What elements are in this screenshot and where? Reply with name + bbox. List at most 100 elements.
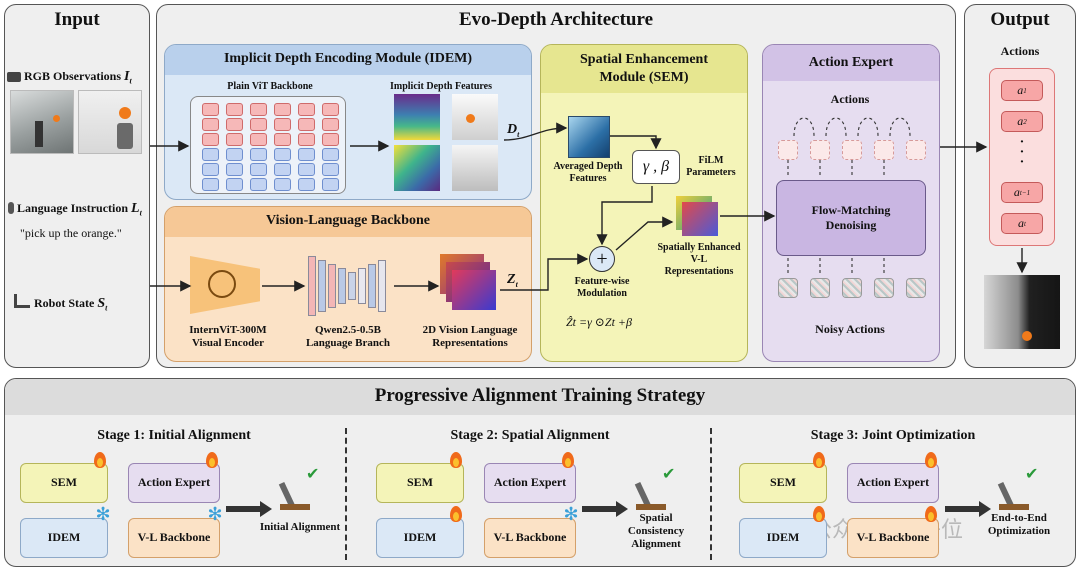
orange-shape [53,115,60,122]
action-token [778,140,798,160]
stage-arrow-shaft [226,506,262,512]
output-title: Output [990,9,1050,30]
vit-token [250,178,267,191]
table-icon [280,504,310,510]
stage-arrow-head [260,501,272,517]
lang-sub: t [139,208,142,218]
stage-title: Stage 3: Joint Optimization [810,428,976,443]
table-icon [636,504,666,510]
action-token [874,140,894,160]
depth-image-2 [452,145,498,191]
vl-rep-layer-3 [452,270,496,310]
lm-layer [368,264,376,308]
architecture-title: Evo-Depth Architecture [458,9,654,30]
vit-token [226,103,243,116]
vit-token [298,103,315,116]
rgb-image-2 [78,90,142,154]
stage-sem-box: SEM [376,463,464,503]
rgb-label-row: RGB Observations It [24,69,132,85]
action-token [810,140,830,160]
vit-token [226,118,243,131]
lm-layer [338,268,346,304]
stage-ae-box: Action Expert [847,463,939,503]
flame-core [928,458,934,467]
modulation-label: Feature-wise Modulation [574,276,630,299]
vit-token [250,133,267,146]
stage-arrow-shaft [945,506,981,512]
sem-title-bar [541,45,747,93]
film-box: γ , β [632,150,680,184]
z-t-symbol: Zt [507,272,518,289]
vit-token [202,148,219,161]
rgb-sub: t [129,76,132,86]
orange-shape-3 [466,114,475,123]
vit-token [202,178,219,191]
flame-core [97,458,103,467]
robot-sub: t [105,303,108,313]
noisy-action-token [906,278,926,298]
stage-title: Stage 2: Spatial Alignment [450,428,610,443]
flame-core [565,458,571,467]
vit-token [274,118,291,131]
vit-token [322,178,339,191]
action-token [842,140,862,160]
z-sub: t [515,279,518,289]
lm-layer [378,260,386,312]
network-icon [208,270,236,298]
vit-token [322,133,339,146]
flame-core [816,512,822,521]
lm-layer [318,260,326,312]
ae-title: Action Expert [808,55,894,70]
z-symbol: Z [507,272,516,287]
stage-divider-1 [345,428,347,560]
stage-idem-box: IDEM [376,518,464,558]
gamma-beta: γ , β [642,158,670,175]
robot-label: Robot State [34,296,95,310]
output-actions-label: Actions [1000,44,1040,58]
check-icon: ✔ [306,464,320,483]
flow-matching-label: Flow-Matching Denoising [811,203,891,232]
flame-core [209,458,215,467]
orange-shape-4 [1022,331,1032,341]
ae-title-bar [763,45,939,81]
vit-token [298,163,315,176]
flame-core [816,458,822,467]
action-token [906,140,926,160]
stage-result-label: Initial Alignment [259,521,341,533]
ae-actions-label: Actions [830,92,870,106]
stage-sem-box: SEM [739,463,827,503]
rgb-symbol: I [124,69,130,84]
flow-matching-box: Flow-Matching Denoising [776,180,926,256]
idem-title: Implicit Depth Encoding Module (IDEM) [223,51,473,66]
d-t-symbol: Dt [507,122,519,139]
vl-rep-label: 2D Vision Language Representations [422,324,518,350]
stage-title: Stage 1: Initial Alignment [97,428,251,443]
vl-title-bar [165,207,531,237]
formula: Ẑt =γ ⊙Zt +β [566,315,632,329]
vit-token [202,133,219,146]
lm-layer [308,256,316,316]
plus-symbol: + [596,248,608,270]
rgb-image-1 [10,90,74,154]
vit-token [322,148,339,161]
modulation-node: + [589,246,615,272]
vit-token [250,148,267,161]
training-title: Progressive Alignment Training Strategy [374,385,706,406]
training-title-bar [5,379,1075,415]
vit-token [226,148,243,161]
vit-token [274,148,291,161]
stage-ae-box: Action Expert [484,463,576,503]
sem-title: Spatial Enhancement Module (SEM) [580,52,708,86]
stage-vl-box: V-L Backbone [484,518,576,558]
snowflake-icon: ✻ [95,504,111,525]
input-title: Input [54,9,100,30]
vit-token [202,103,219,116]
check-icon: ✔ [1025,464,1039,483]
lang-symbol: L [131,201,140,216]
vit-token [226,163,243,176]
flame-core [453,458,459,467]
flame-core [928,512,934,521]
vit-token [298,148,315,161]
